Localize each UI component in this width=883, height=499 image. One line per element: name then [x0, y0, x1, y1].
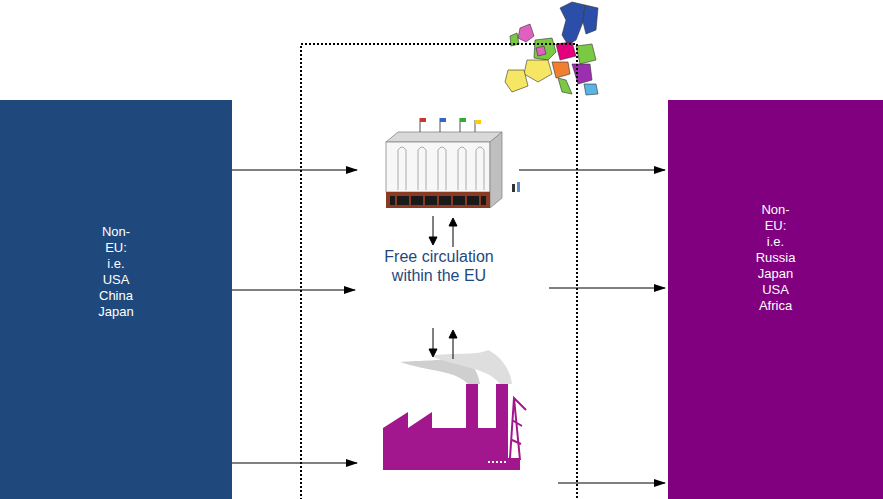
- internal-flow-arrows: [429, 216, 457, 359]
- origin-region-box: Non-EU: i.e. USA China Japan: [0, 100, 232, 499]
- factory-icon: [383, 350, 526, 470]
- destination-region-box: Non-EU: i.e. Russia Japan USA Africa: [668, 100, 883, 499]
- flow-arrow: [558, 483, 665, 484]
- region-label: Free circulation within the EU: [363, 247, 515, 285]
- flow-arrow: [220, 463, 357, 464]
- region-label: Non-EU: i.e. Russia Japan USA Africa: [756, 202, 796, 314]
- warehouse-icon: [386, 118, 520, 208]
- region-label: Non-EU: i.e. USA China Japan: [98, 224, 133, 320]
- eu-boundary: [301, 44, 577, 499]
- flow-arrow: [232, 170, 357, 171]
- flow-arrow: [549, 288, 665, 289]
- eu-region: Free circulation within the EU: [300, 43, 578, 499]
- flow-arrow: [519, 170, 665, 171]
- eu-map: [505, 2, 598, 95]
- flow-arrow: [232, 290, 355, 291]
